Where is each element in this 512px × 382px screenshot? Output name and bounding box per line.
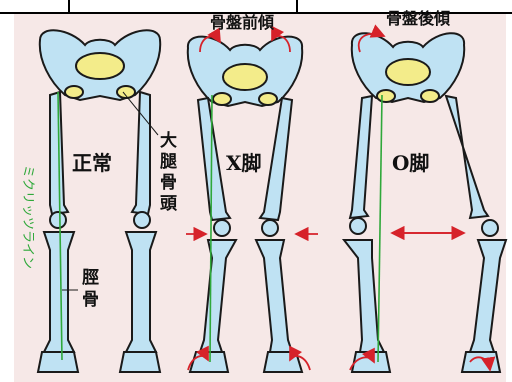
label-posterior-tilt: 骨盤後傾 xyxy=(386,9,451,28)
label-femoral-head: 頭 xyxy=(160,194,178,214)
label-tibia: 脛 xyxy=(82,268,99,288)
figure-normal xyxy=(38,30,160,372)
femur-right xyxy=(446,96,488,218)
knee-right xyxy=(134,212,150,228)
tibia-left xyxy=(44,232,74,352)
label-tibia: 骨 xyxy=(82,290,99,310)
label-femoral-head: 腿 xyxy=(160,152,177,172)
figure-o-leg xyxy=(344,33,506,372)
sacrum xyxy=(76,53,124,79)
label-anterior-tilt: 骨盤前傾 xyxy=(210,13,275,32)
tibia-right xyxy=(256,240,292,352)
foot-right xyxy=(120,352,160,372)
femur-left xyxy=(350,96,372,218)
tibia-right xyxy=(470,240,506,352)
label-femoral-head: 骨 xyxy=(160,173,177,193)
label-femoral-head: 大 xyxy=(160,130,177,151)
label-normal: 正常 xyxy=(72,151,112,175)
femur-right xyxy=(132,92,150,214)
femur-right xyxy=(260,98,292,220)
label-mikulicz-line: ミクリッツライン xyxy=(20,165,35,269)
tibia-left xyxy=(200,240,236,352)
mikulicz-line-o xyxy=(378,95,382,362)
knee-left xyxy=(50,212,66,228)
label-o-leg: O脚 xyxy=(392,151,429,175)
foot-left xyxy=(38,352,78,372)
figure-x-leg xyxy=(188,37,302,372)
label-x-leg: X脚 xyxy=(226,151,262,175)
tibia-right xyxy=(126,232,156,352)
